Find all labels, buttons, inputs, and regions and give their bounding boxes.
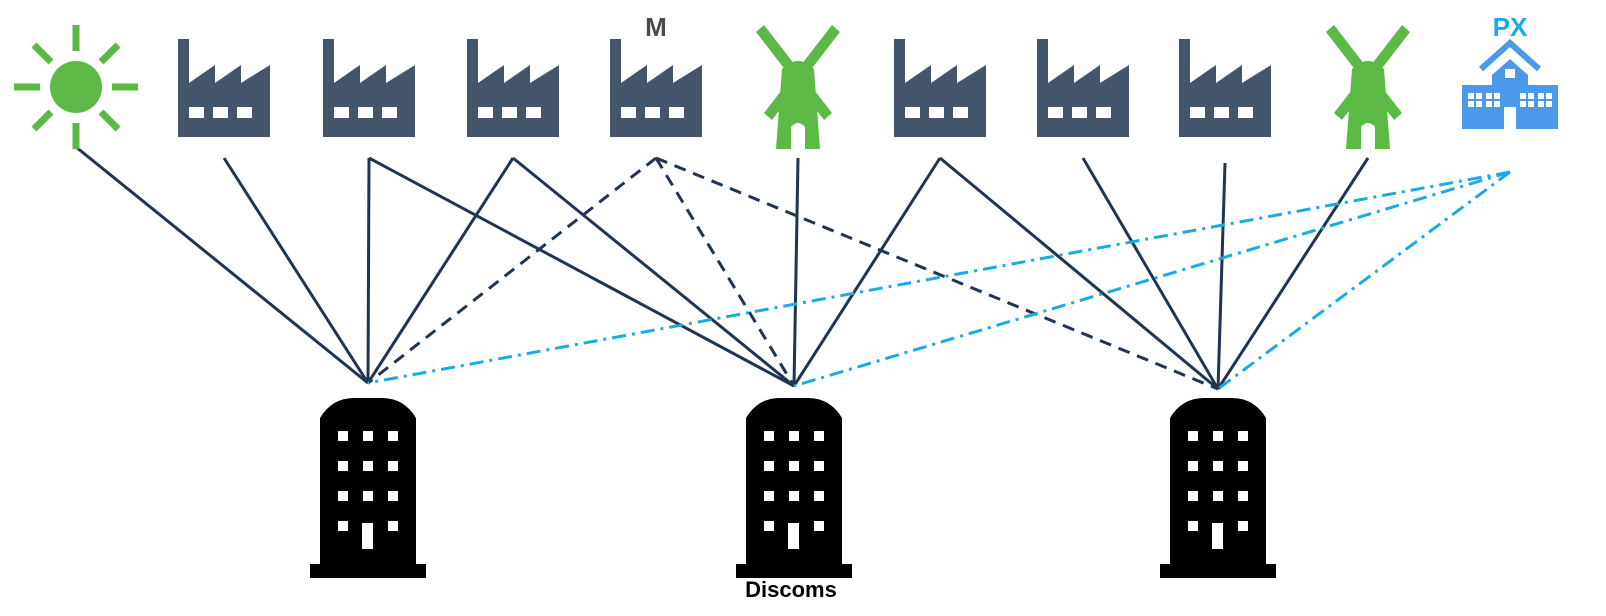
connection-line-dashed bbox=[367, 156, 657, 385]
connection-line-solid bbox=[512, 156, 795, 388]
connection-lines bbox=[75, 145, 1511, 391]
connection-line-dashdot bbox=[1217, 170, 1511, 391]
factory-icon bbox=[894, 39, 986, 137]
building-icon bbox=[1160, 398, 1276, 578]
connection-line-solid bbox=[75, 145, 369, 385]
connection-line-solid bbox=[366, 157, 515, 384]
connection-line-solid bbox=[792, 157, 942, 387]
discoms-label: Discoms bbox=[745, 577, 837, 602]
connection-line-solid bbox=[366, 157, 371, 384]
discom-row bbox=[310, 398, 1276, 578]
connection-line-solid bbox=[1216, 157, 1370, 390]
connection-line-solid bbox=[1216, 162, 1227, 390]
factory-icon bbox=[1037, 39, 1129, 137]
factory-icon bbox=[467, 39, 559, 137]
power-exchange-label: PX bbox=[1493, 12, 1528, 42]
connection-line-solid bbox=[1081, 157, 1220, 390]
connection-line-solid bbox=[939, 156, 1219, 391]
building-icon bbox=[310, 398, 426, 578]
generator-row bbox=[14, 25, 1558, 149]
sun-icon bbox=[14, 25, 138, 149]
factory-icon bbox=[610, 39, 702, 137]
connection-line-dashdot bbox=[793, 170, 1511, 388]
factory-icon bbox=[1179, 39, 1271, 137]
connection-line-dashdot bbox=[367, 170, 1511, 385]
windmill-icon bbox=[1326, 25, 1410, 149]
connection-line-solid bbox=[792, 157, 800, 387]
factory-icon bbox=[323, 39, 415, 137]
windmill-icon bbox=[756, 25, 840, 149]
exchange-building-icon bbox=[1462, 43, 1558, 129]
building-icon bbox=[736, 398, 852, 578]
connection-line-dashed bbox=[654, 157, 796, 387]
connection-line-dashed bbox=[655, 156, 1219, 391]
connection-line-solid bbox=[368, 156, 795, 388]
connection-line-solid bbox=[222, 157, 370, 384]
factory-icon bbox=[178, 39, 270, 137]
market-label: M bbox=[645, 12, 667, 42]
